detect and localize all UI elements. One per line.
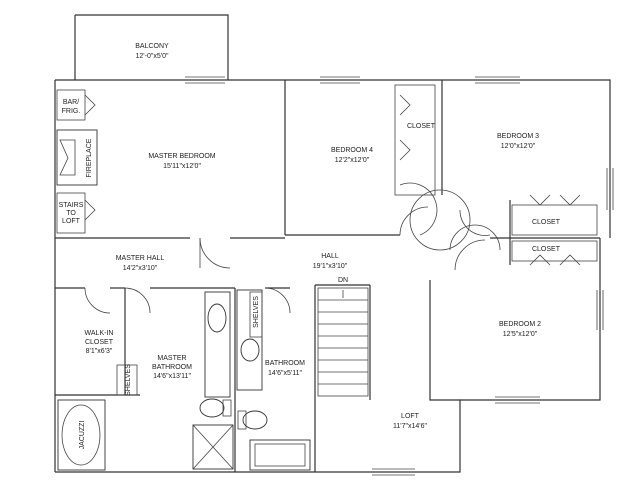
bedroom3-name: BEDROOM 3 (497, 133, 539, 140)
master-bathroom-line2: BATHROOM (152, 364, 192, 371)
fixture-labels: BAR/ FRIG. FIREPLACE STAIRS TO LOFT CLOS… (59, 99, 561, 449)
hall-name: HALL (321, 253, 339, 260)
stair-treads (317, 287, 369, 397)
room-labels: BALCONY 12'-0"x5'0" MASTER BEDROOM 15'11… (85, 43, 542, 430)
jacuzzi-label: JACUZZI (79, 421, 86, 450)
master-bedroom-dims: 15'11"x12'0" (163, 163, 201, 170)
stair-direction-label: DN (338, 277, 348, 284)
balcony-name: BALCONY (135, 43, 169, 50)
doors (84, 94, 581, 314)
fireplace-unit (56, 129, 98, 186)
walkin-closet-dims: 8'1"x6'3" (86, 348, 113, 355)
master-bedroom-name: MASTER BEDROOM (148, 153, 215, 160)
shelves-master-label: SHELVES (125, 364, 132, 396)
stairs-label-line3: LOFT (62, 218, 81, 225)
bath-sink (240, 338, 260, 362)
bathroom-name: BATHROOM (265, 360, 305, 367)
walkin-closet-line2: CLOSET (85, 339, 114, 346)
hall-dims: 19'1"x3'10" (313, 263, 348, 270)
closet-bedroom2-label: CLOSET (532, 246, 561, 253)
fixtures (56, 84, 598, 471)
balcony-dims: 12'-0"x5'0" (136, 53, 169, 60)
bathroom-dims: 14'6"x5'11" (268, 370, 302, 377)
loft-name: LOFT (401, 413, 420, 420)
windows (185, 76, 614, 476)
bar-label-line1: BAR/ (63, 99, 79, 106)
jacuzzi-tub (57, 399, 106, 471)
exterior-walls (54, 14, 611, 473)
bedroom4-dims: 12'2"x12'0" (335, 157, 370, 164)
closet-bedroom4-label: CLOSET (407, 123, 436, 130)
fireplace-label: FIREPLACE (86, 138, 93, 177)
bath-toilet (242, 410, 268, 430)
bedroom4-name: BEDROOM 4 (331, 147, 373, 154)
master-hall-name: MASTER HALL (116, 255, 165, 262)
closet-bedroom3-label: CLOSET (532, 219, 561, 226)
shelves-bath-label: SHELVES (253, 296, 260, 328)
master-sink (207, 303, 227, 333)
bedroom2-name: BEDROOM 2 (499, 321, 541, 328)
bedroom2-dims: 12'5"x12'0" (503, 331, 538, 338)
master-toilet (199, 398, 225, 418)
loft-dims: 11'7"x14'6" (393, 423, 427, 430)
master-bathroom-dims: 14'6"x13'11" (153, 373, 191, 380)
bar-label-line2: FRIG. (62, 108, 81, 115)
master-bathroom-line1: MASTER (157, 355, 186, 362)
stairs-label-line1: STAIRS (59, 202, 84, 209)
stairs-label-line2: TO (66, 210, 76, 217)
master-hall-dims: 14'2"x3'10" (123, 265, 158, 272)
bedroom3-dims: 12'0"x12'0" (501, 143, 536, 150)
walkin-closet-line1: WALK-IN (85, 330, 114, 337)
bath-tub (249, 439, 311, 471)
